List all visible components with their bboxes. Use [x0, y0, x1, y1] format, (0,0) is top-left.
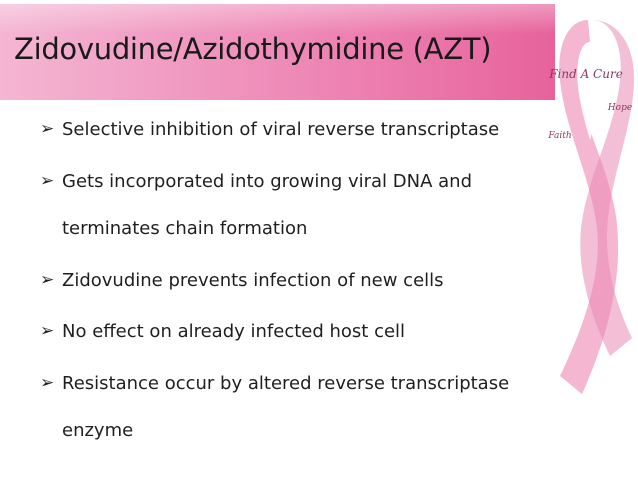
- bullet-text-line: Zidovudine prevents infection of new cel…: [62, 269, 444, 291]
- bullet-text-line: terminates chain formation: [62, 218, 308, 239]
- arrow-bullet-icon: ➢: [40, 269, 55, 290]
- bullet-item: ➢ Selective inhibition of viral reverse …: [40, 113, 580, 147]
- bullet-item: ➢ No effect on already infected host cel…: [40, 315, 580, 349]
- ribbon-loop-highlight: [577, 42, 603, 140]
- arrow-bullet-icon: ➢: [40, 119, 55, 139]
- ribbon-text-faith: Faith: [547, 131, 571, 141]
- bullet-text-line: Gets incorporated into growing viral DNA…: [62, 170, 473, 192]
- bullet-item: ➢ Resistance occur by altered reverse tr…: [40, 367, 580, 448]
- arrow-bullet-icon: ➢: [40, 321, 55, 341]
- bullet-list: ➢ Selective inhibition of viral reverse …: [40, 113, 580, 466]
- arrow-bullet-icon: ➢: [40, 372, 55, 393]
- arrow-bullet-icon: ➢: [40, 170, 55, 191]
- slide-title: Zidovudine/Azidothymidine (AZT): [14, 32, 492, 66]
- ribbon-right-band: [580, 20, 635, 356]
- bullet-item: ➢ Zidovudine prevents infection of new c…: [40, 264, 580, 298]
- bullet-text-line: Resistance occur by altered reverse tran…: [62, 372, 510, 394]
- title-banner: Zidovudine/Azidothymidine (AZT): [0, 4, 555, 100]
- bullet-text-line: Selective inhibition of viral reverse tr…: [62, 119, 500, 140]
- bullet-item: ➢ Gets incorporated into growing viral D…: [40, 165, 580, 246]
- bullet-text-line: No effect on already infected host cell: [62, 321, 406, 342]
- ribbon-text-find-a-cure: Find A Cure: [548, 67, 623, 81]
- bullet-text-line: enzyme: [62, 420, 134, 441]
- ribbon-text-hope: Hope: [607, 103, 632, 113]
- pink-ribbon-logo: Find A Cure Faith Hope: [547, 20, 635, 394]
